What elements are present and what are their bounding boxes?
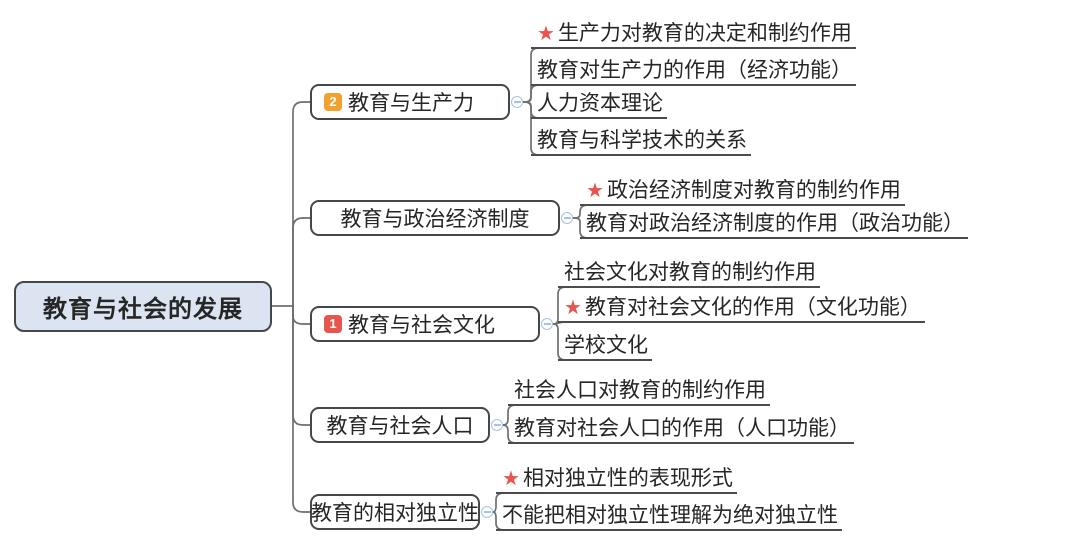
priority-badge: 2 bbox=[324, 93, 342, 111]
branch-node-social-culture[interactable]: 1 教育与社会文化 bbox=[310, 306, 540, 342]
leaf-node[interactable]: ★相对独立性的表现形式 bbox=[496, 465, 737, 494]
leaf-node[interactable]: ★政治经济制度对教育的制约作用 bbox=[580, 177, 905, 206]
star-icon: ★ bbox=[564, 297, 582, 319]
leaf-node[interactable]: 学校文化 bbox=[558, 332, 652, 361]
branch-node-relative-independence[interactable]: 教育的相对独立性 bbox=[310, 494, 480, 530]
collapse-toggle[interactable] bbox=[491, 419, 503, 431]
branch-node-population[interactable]: 教育与社会人口 bbox=[310, 407, 490, 443]
leaf-node[interactable]: 不能把相对独立性理解为绝对独立性 bbox=[496, 502, 842, 531]
leaf-label: 教育对社会人口的作用（人口功能） bbox=[514, 417, 850, 440]
leaf-label: 教育与科学技术的关系 bbox=[537, 129, 747, 152]
collapse-toggle[interactable] bbox=[481, 506, 493, 518]
minus-icon bbox=[483, 511, 491, 513]
leaf-node[interactable]: 社会文化对教育的制约作用 bbox=[558, 259, 820, 288]
star-icon: ★ bbox=[586, 180, 604, 202]
branch-node-political-economy[interactable]: 教育与政治经济制度 bbox=[310, 200, 560, 236]
collapse-toggle[interactable] bbox=[511, 96, 523, 108]
star-icon: ★ bbox=[502, 468, 520, 490]
root-label: 教育与社会的发展 bbox=[43, 296, 243, 323]
branch-label: 教育与政治经济制度 bbox=[340, 208, 530, 231]
leaf-node[interactable]: ★教育对社会文化的作用（文化功能） bbox=[558, 294, 925, 323]
star-icon: ★ bbox=[537, 23, 555, 45]
leaf-label: 相对独立性的表现形式 bbox=[522, 467, 733, 490]
priority-badge: 1 bbox=[324, 315, 342, 333]
branch-label: 教育与社会文化 bbox=[348, 314, 495, 337]
minus-icon bbox=[543, 323, 551, 325]
branch-label: 教育的相对独立性 bbox=[311, 502, 479, 525]
leaf-node[interactable]: 教育与科学技术的关系 bbox=[531, 127, 751, 156]
leaf-node[interactable]: ★生产力对教育的决定和制约作用 bbox=[531, 20, 856, 49]
leaf-label: 教育对社会文化的作用（文化功能） bbox=[584, 296, 921, 319]
branch-label: 教育与社会人口 bbox=[326, 415, 474, 438]
leaf-label: 人力资本理论 bbox=[537, 92, 663, 115]
leaf-label: 教育对政治经济制度的作用（政治功能） bbox=[586, 212, 964, 235]
branch-label: 教育与生产力 bbox=[348, 92, 474, 115]
minus-icon bbox=[563, 217, 571, 219]
collapse-toggle[interactable] bbox=[541, 318, 553, 330]
leaf-label: 学校文化 bbox=[564, 334, 648, 357]
leaf-label: 社会文化对教育的制约作用 bbox=[564, 261, 816, 284]
leaf-label: 不能把相对独立性理解为绝对独立性 bbox=[502, 504, 838, 527]
minus-icon bbox=[513, 101, 521, 103]
leaf-label: 生产力对教育的决定和制约作用 bbox=[557, 22, 852, 45]
collapse-toggle[interactable] bbox=[561, 212, 573, 224]
leaf-label: 社会人口对教育的制约作用 bbox=[514, 379, 766, 402]
minus-icon bbox=[493, 424, 501, 426]
leaf-node[interactable]: 社会人口对教育的制约作用 bbox=[508, 377, 770, 406]
leaf-node[interactable]: 教育对政治经济制度的作用（政治功能） bbox=[580, 210, 968, 239]
branch-node-productivity[interactable]: 2 教育与生产力 bbox=[310, 84, 510, 120]
leaf-node[interactable]: 教育对生产力的作用（经济功能） bbox=[531, 57, 856, 86]
leaf-label: 政治经济制度对教育的制约作用 bbox=[606, 179, 901, 202]
root-node[interactable]: 教育与社会的发展 bbox=[14, 281, 272, 332]
leaf-node[interactable]: 教育对社会人口的作用（人口功能） bbox=[508, 415, 854, 444]
leaf-node[interactable]: 人力资本理论 bbox=[531, 90, 667, 119]
leaf-label: 教育对生产力的作用（经济功能） bbox=[537, 59, 852, 82]
